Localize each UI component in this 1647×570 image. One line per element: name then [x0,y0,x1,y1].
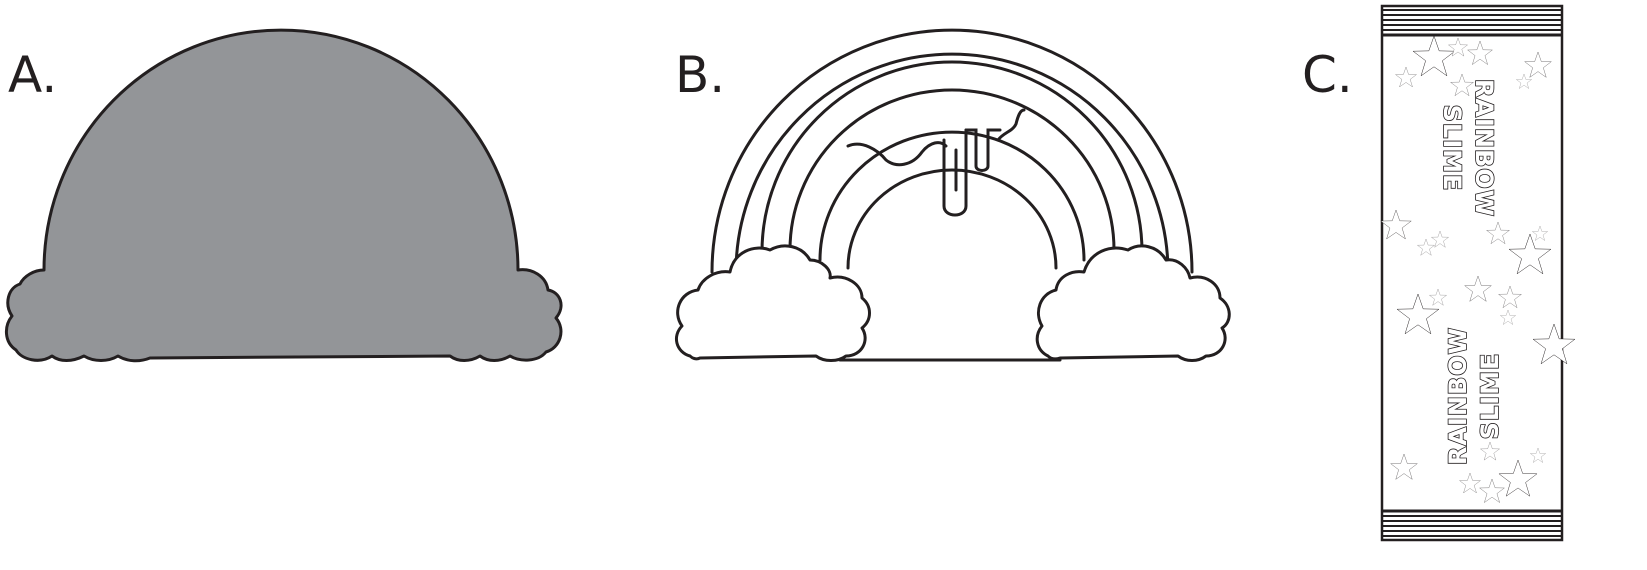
panel-label-a: A. [8,46,58,104]
rainbow-outline-icon [710,28,1194,362]
rainbow-arc-1 [710,28,1194,274]
rainbow-arc-2 [734,52,1170,274]
wrapper-body [1380,4,1564,542]
panel-label-b: B. [675,46,726,104]
rainbow-arc-5 [818,130,1086,262]
slime-drip-2 [964,128,1002,172]
wrapper-text-bottom-line2: SLIME [1476,353,1504,440]
wrapper-text-bottom: RAINBOW SLIME [1443,326,1505,466]
wrapper-text-top-line2: SLIME [1438,105,1466,192]
wrapper-text-top: RAINBOW SLIME [1437,78,1499,218]
wrapper-text-bottom-line1: RAINBOW [1444,327,1472,465]
rainbow-arc-6 [846,168,1058,270]
wrapper-label-icon: RAINBOW SLIME RAINBOW SLIME [1380,4,1576,542]
panel-label-c: C. [1302,46,1353,104]
slime-wave [846,141,948,167]
wrapper-crimp-bottom [1382,509,1562,537]
rainbow-arc-3 [760,60,1144,254]
slime-drip-1 [942,128,968,217]
cloud-left-icon [674,244,871,362]
rainbow-silhouette-icon [5,28,563,363]
rainbow-arc-4 [788,88,1116,252]
cloud-right-icon [1035,244,1231,362]
wrapper-text-top-line1: RAINBOW [1470,79,1498,217]
wrapper-crimp-top [1382,9,1562,37]
